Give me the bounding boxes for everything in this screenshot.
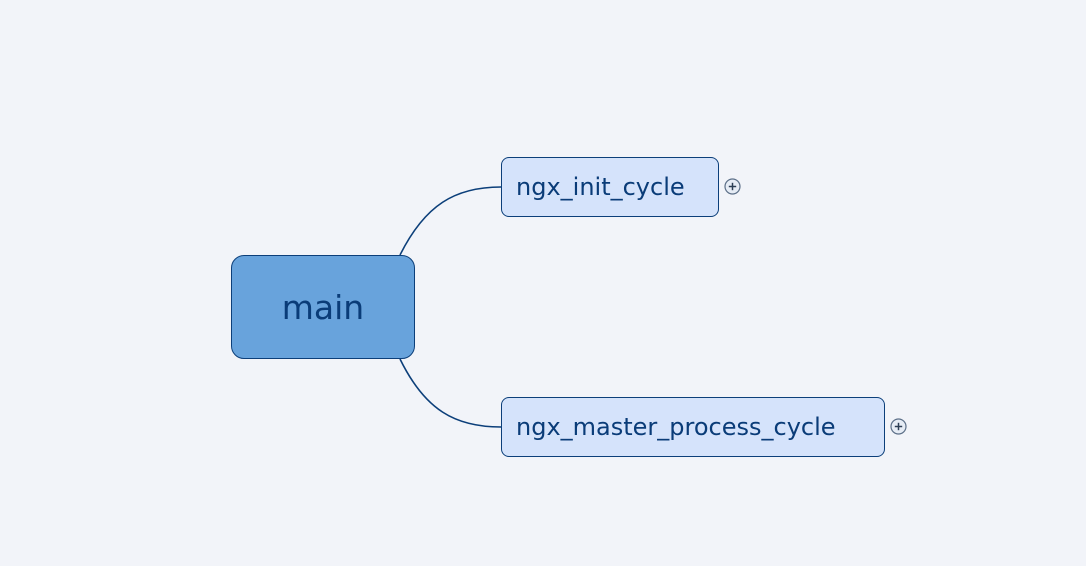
- connector-main-to-init-cycle: [399, 186, 502, 256]
- expand-plus-circle-icon[interactable]: [724, 178, 741, 195]
- child-node-label: ngx_init_cycle: [516, 173, 685, 201]
- child-node-ngx-master-process-cycle[interactable]: ngx_master_process_cycle: [501, 397, 885, 457]
- root-node-label: main: [281, 287, 365, 327]
- connector-main-to-master-process-cycle: [399, 358, 502, 428]
- child-node-ngx-init-cycle[interactable]: ngx_init_cycle: [501, 157, 719, 217]
- root-node-main[interactable]: main: [231, 255, 415, 359]
- child-node-label: ngx_master_process_cycle: [516, 413, 836, 441]
- expand-plus-circle-icon[interactable]: [890, 418, 907, 435]
